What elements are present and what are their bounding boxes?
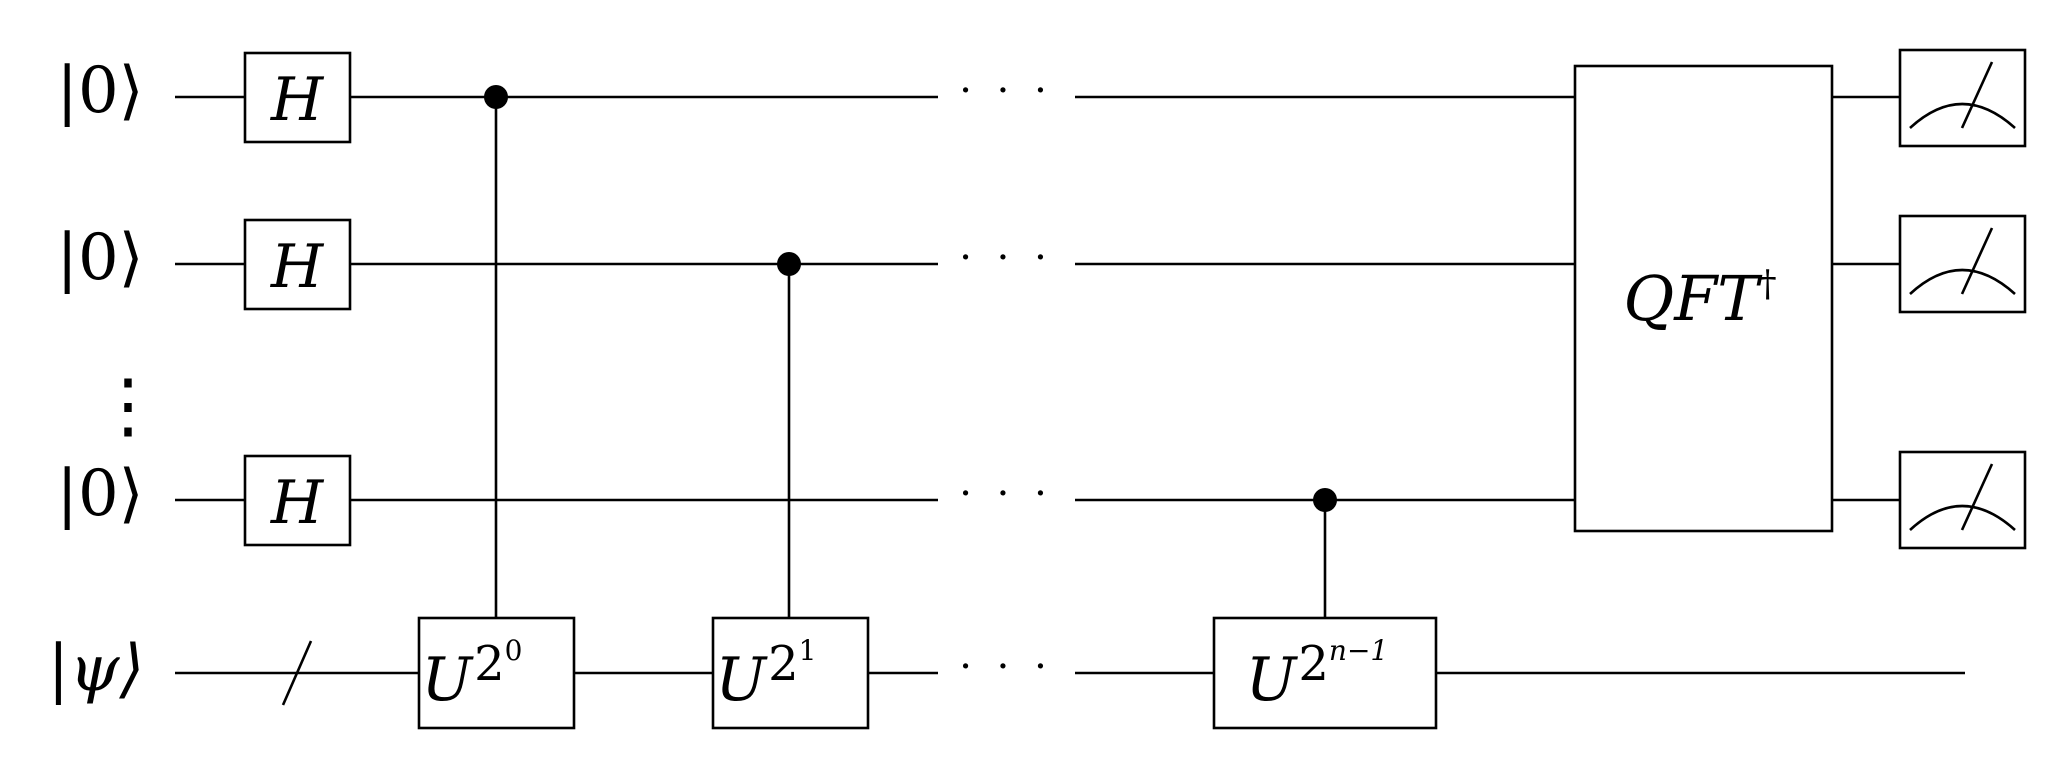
control-dot-icon [484, 85, 508, 109]
measurement-meter-icon [1898, 48, 2027, 148]
unitary-gate-label: U21 [716, 634, 817, 715]
inverse-qft-block: QFT† [1573, 64, 1834, 533]
ellipsis-q2: · · · [959, 235, 1053, 281]
unitary-gate-label: U2n−1 [1246, 634, 1388, 715]
hadamard-gate-q1: H [243, 51, 352, 144]
hadamard-gate-q2: H [243, 218, 352, 311]
controlled-u-stage-1: U20 [417, 85, 576, 730]
ellipsis-target: · · · [959, 644, 1053, 690]
control-dot-icon [1313, 488, 1337, 512]
target-register-label: |ψ⟩ [48, 632, 145, 706]
inverse-qft-box [1573, 64, 1834, 533]
control-dot-icon [777, 252, 801, 276]
measurement-meter-icon [1898, 450, 2027, 550]
qubit-label-2: |0⟩ [56, 221, 143, 295]
qubit-label-3: |0⟩ [56, 457, 143, 531]
qubit-labels: |0⟩ |0⟩ ⋮ |0⟩ |ψ⟩ [48, 54, 164, 706]
hadamard-label: H [270, 468, 325, 538]
unitary-gate-box [711, 616, 870, 730]
unitary-gate-box [1212, 616, 1438, 730]
inverse-qft-label: QFT† [1623, 262, 1776, 335]
qubit-label-1: |0⟩ [56, 54, 143, 128]
vertical-ellipsis: ⋮ [92, 363, 164, 447]
controlled-u-stage-2: U21 [711, 252, 870, 730]
unitary-gate-label: U20 [422, 634, 523, 715]
ellipses: · · · · · · · · · · · · [959, 68, 1053, 690]
multi-qubit-slash-icon [281, 640, 313, 706]
hadamard-gate-q3: H [243, 454, 352, 547]
measurement-meter-icon [1898, 214, 2027, 314]
hadamard-label: H [270, 65, 325, 135]
ellipsis-q3: · · · [959, 471, 1053, 517]
hadamard-label: H [270, 232, 325, 302]
controlled-u-stage-n: U2n−1 [1212, 488, 1438, 730]
unitary-gate-box [417, 616, 576, 730]
ellipsis-q1: · · · [959, 68, 1053, 114]
